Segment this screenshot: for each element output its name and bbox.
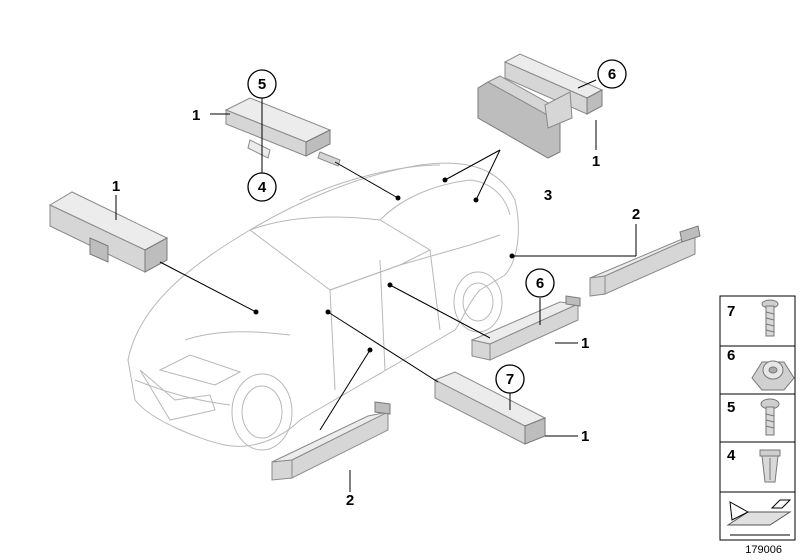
callout-4: 4 [258,179,267,196]
diagram-number: 179006 [745,544,782,556]
antenna-rear-bumper [589,225,701,297]
legend-number-7: 7 [727,303,735,320]
legend-number-4: 4 [727,447,736,464]
antenna-door-rear [470,295,581,361]
antenna-amplifier-rear-window [224,97,341,167]
callout-6: 6 [608,66,616,83]
callout-circle [495,364,525,394]
callout-circle [247,69,277,99]
callout-1: 1 [581,335,589,352]
callout-3: 3 [544,187,552,204]
leader-lines [115,79,637,492]
callout-1: 1 [192,107,200,124]
callout-circle [247,172,277,202]
legend-number-6: 6 [727,347,735,364]
callout-5: 5 [258,76,266,93]
callout-6: 6 [536,275,544,292]
callout-1: 1 [581,428,589,445]
callout-circle [525,268,555,298]
antenna-front-bumper [271,401,391,481]
callout-1: 1 [112,178,120,195]
nut-icon [751,360,795,391]
direction-arrow-icon [726,499,792,536]
legend-number-5: 5 [727,399,735,416]
callout-circle [597,59,627,89]
antenna-door-front [433,371,547,445]
callout-1: 1 [592,153,600,170]
screw-icon [761,299,779,337]
callout-2: 2 [632,206,640,223]
antenna-diversity-module [48,191,169,273]
screw-icon [760,398,780,436]
callout-7: 7 [506,371,514,388]
callout-2: 2 [346,492,354,509]
clip-nut-icon [759,449,781,483]
hardware-legend: 7 6 5 4 [719,295,796,541]
antenna-module-with-bracket [477,53,604,159]
callouts: 1 5 4 6 1 3 1 2 6 1 7 1 2 [112,59,640,509]
